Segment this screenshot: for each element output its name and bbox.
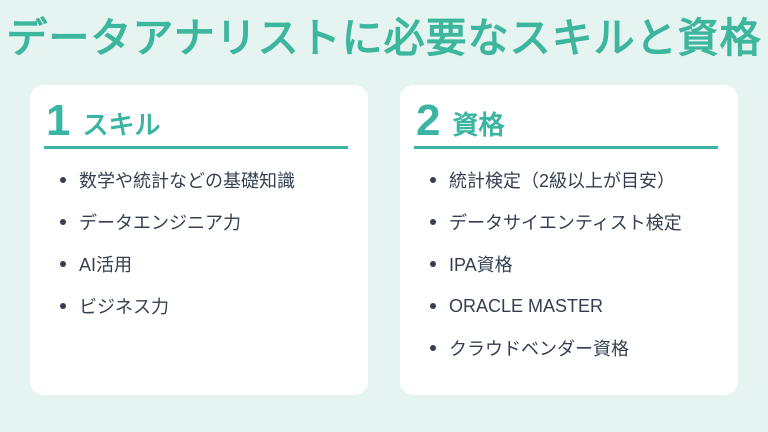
list-item: IPA資格: [430, 253, 718, 275]
qualifications-list: 統計検定（2級以上が目安） データサイエンティスト検定 IPA資格 ORACLE…: [414, 169, 718, 359]
header-underline: [414, 146, 718, 149]
page-title: データアナリストに必要なスキルと資格: [6, 15, 762, 61]
bullet-dot-icon: [430, 345, 436, 351]
skills-card-header: 1 スキル: [46, 99, 348, 143]
bullet-dot-icon: [430, 261, 436, 267]
bullet-dot-icon: [430, 219, 436, 225]
list-item-text: ORACLE MASTER: [449, 295, 604, 316]
bullet-dot-icon: [60, 177, 66, 183]
list-item: AI活用: [60, 253, 348, 275]
bullet-dot-icon: [60, 261, 66, 267]
list-item-text: AI活用: [79, 255, 133, 275]
card-number: 1: [46, 96, 71, 145]
card-heading: スキル: [82, 109, 161, 140]
bullet-dot-icon: [60, 303, 66, 309]
bullet-dot-icon: [430, 177, 436, 183]
skills-card: 1 スキル 数学や統計などの基礎知識 データエンジニア力 AI活用: [30, 85, 368, 395]
list-item-text: 数学や統計などの基礎知識: [79, 171, 295, 191]
header-underline: [44, 146, 348, 149]
list-item-text: クラウドベンダー資格: [449, 339, 629, 359]
list-item: ORACLE MASTER: [430, 295, 718, 317]
list-item: 統計検定（2級以上が目安）: [430, 169, 718, 191]
skills-list: 数学や統計などの基礎知識 データエンジニア力 AI活用 ビジネス力: [44, 169, 348, 317]
list-item-text: IPA資格: [449, 255, 513, 275]
list-item-text: データエンジニア力: [79, 213, 241, 233]
list-item: クラウドベンダー資格: [430, 337, 718, 359]
list-item: ビジネス力: [60, 295, 348, 317]
qualifications-card-header: 2 資格: [416, 99, 718, 143]
card-number: 2: [416, 96, 441, 145]
list-item-text: データサイエンティスト検定: [449, 213, 682, 233]
list-item-text: ビジネス力: [79, 297, 169, 317]
cards-container: 1 スキル 数学や統計などの基礎知識 データエンジニア力 AI活用: [30, 85, 738, 395]
bullet-dot-icon: [430, 303, 436, 309]
list-item: 数学や統計などの基礎知識: [60, 169, 348, 191]
list-item-text: 統計検定（2級以上が目安）: [449, 171, 676, 191]
list-item: データエンジニア力: [60, 211, 348, 233]
qualifications-card: 2 資格 統計検定（2級以上が目安） データサイエンティスト検定 IPA資格: [400, 85, 738, 395]
list-item: データサイエンティスト検定: [430, 211, 718, 233]
bullet-dot-icon: [60, 219, 66, 225]
card-heading: 資格: [452, 109, 505, 140]
